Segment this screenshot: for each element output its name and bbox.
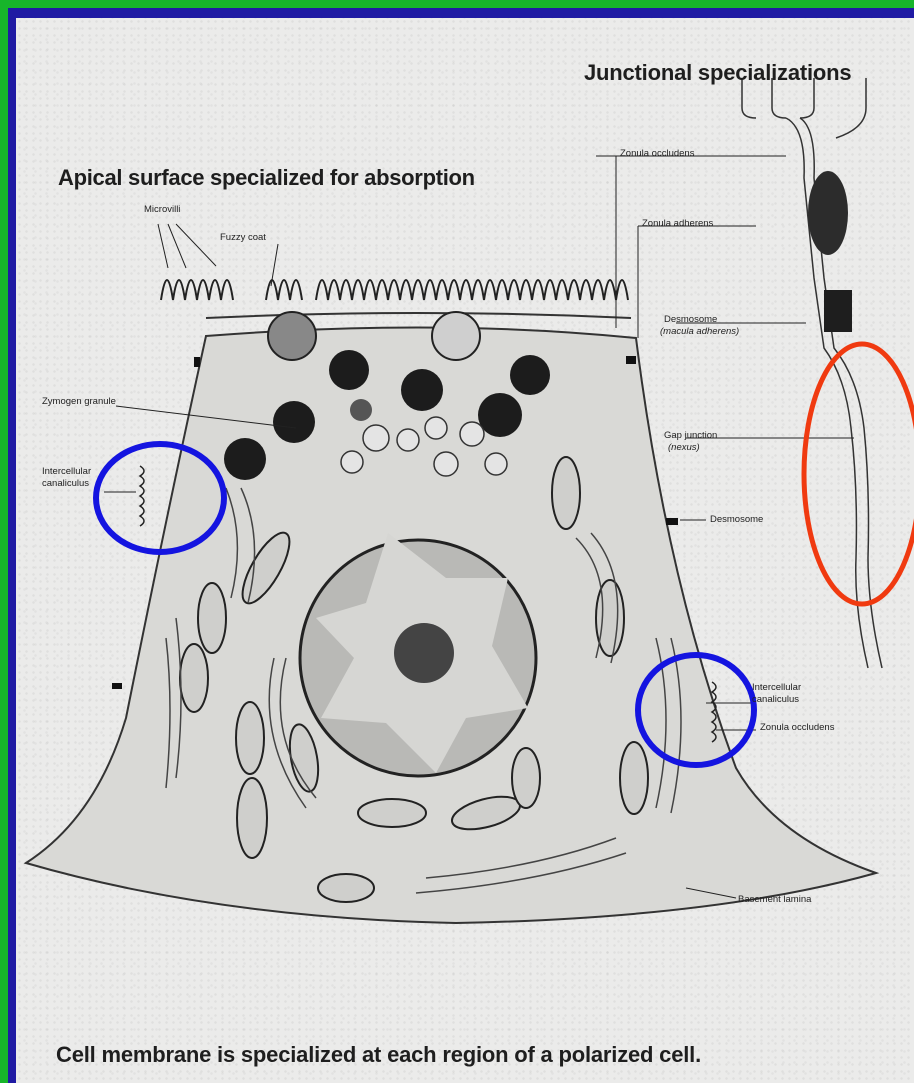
zonula-adherens-density [808,171,848,255]
vesicle-7 [485,453,507,475]
zymogen-granule-1 [329,350,369,390]
zymogen-granule-5 [478,393,522,437]
vesicle-1 [363,425,389,451]
apical-membrane [206,313,631,318]
label-zonula-occludens-bottom: Zonula occludens [760,722,834,733]
mitochondrion-12 [620,742,648,814]
desmosome-left-2 [112,683,122,689]
zymogen-granule-6 [224,438,266,480]
caption: Cell membrane is specialized at each reg… [56,1042,701,1068]
desmosome-right-top [626,356,636,364]
label-zymogen-granule: Zymogen granule [42,396,116,407]
zymogen-granule-3 [510,355,550,395]
vesicle-4 [460,422,484,446]
zymogen-granule-2 [401,369,443,411]
diagram-panel: Junctional specializations Apical surfac… [16,18,914,1083]
label-intercellular-canaliculus-right-line1: Intercellular [752,682,801,693]
desmosome-right-mid [666,518,678,525]
mitochondrion-10 [552,457,580,529]
intercellular-canaliculus-left [140,466,144,526]
label-intercellular-canaliculus-left-line1: Intercellular [42,466,91,477]
label-intercellular-canaliculus-left-line2: canaliculus [42,478,89,489]
label-intercellular-canaliculus-right-line2: canaliculus [752,694,799,705]
frame-green-top-border [0,0,914,8]
label-basement-lamina: Basement lamina [738,894,811,905]
desmosome-junction-plaque [824,290,852,332]
frame-green-left-border [0,0,8,1083]
label-nexus: (nexus) [668,442,700,453]
vesicle-2 [397,429,419,451]
mitochondrion-3 [180,644,208,712]
label-gap-junction: Gap junction [664,430,717,441]
junction-strand [742,78,882,668]
label-fuzzy-coat: Fuzzy coat [220,232,266,243]
mitochondrion-13 [318,874,374,902]
title-junctional-specializations: Junctional specializations [584,60,851,86]
title-apical-surface: Apical surface specialized for absorptio… [58,165,475,191]
zymogen-granule-7 [350,399,372,421]
mitochondrion-11 [596,580,624,656]
mitochondrion-7 [358,799,426,827]
vesicle-5 [341,451,363,473]
mitochondrion-4 [236,702,264,774]
label-desmosome-top: Desmosome [664,314,717,325]
apical-vesicle-left [268,312,316,360]
vesicle-6 [434,452,458,476]
nucleolus [394,623,454,683]
label-zonula-adherens: Zonula adherens [642,218,713,229]
label-zonula-occludens-top: Zonula occludens [620,148,694,159]
apical-vesicle-right [432,312,480,360]
vesicle-3 [425,417,447,439]
microvilli [161,280,628,300]
mitochondrion-9 [512,748,540,808]
label-microvilli: Microvilli [144,204,180,215]
highlight-red-right [804,344,914,604]
label-desmosome-mid: Desmosome [710,514,763,525]
desmosome-left-1 [194,357,200,367]
label-macula-adherens: (macula adherens) [660,326,739,337]
zymogen-granule-4 [273,401,315,443]
mitochondrion-6 [237,778,267,858]
mitochondrion-2 [198,583,226,653]
